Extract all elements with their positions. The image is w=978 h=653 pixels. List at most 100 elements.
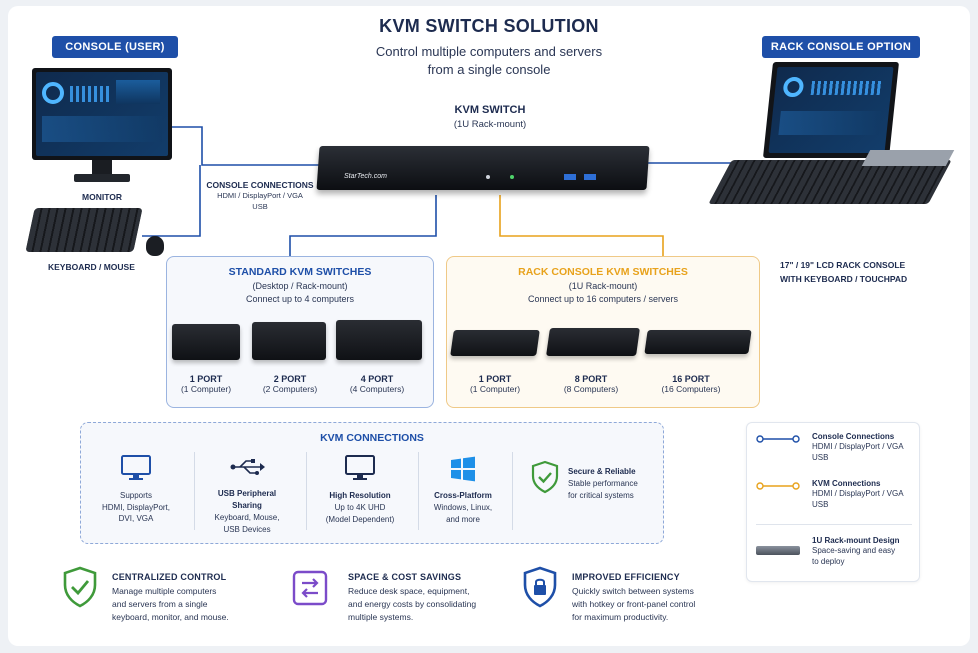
centralized-control-shield-icon xyxy=(63,566,97,608)
legend-kvm-line1: HDMI / DisplayPort / VGA xyxy=(812,489,904,498)
legend-divider xyxy=(756,524,912,525)
rack-unit-icon xyxy=(756,546,800,555)
standard-item-3: 4 PORT (4 Computers) xyxy=(334,374,420,394)
standard-kvm-title: STANDARD KVM SWITCHES xyxy=(228,266,372,278)
usb-icon xyxy=(230,459,265,475)
page-subtitle: Control multiple computers and servers f… xyxy=(330,43,648,79)
standard-1-port-device xyxy=(172,324,240,360)
standard-item-2: 2 PORT (2 Computers) xyxy=(248,374,332,394)
rack-item-2-title: 8 PORT xyxy=(574,374,608,384)
rack-kvm-connect: Connect up to 16 computers / servers xyxy=(527,294,679,304)
standard-item-1: 1 PORT (1 Computer) xyxy=(170,374,242,394)
standard-item-1-sub: (1 Computer) xyxy=(180,384,232,394)
benefit-space: SPACE & COST SAVINGS Reduce desk space, … xyxy=(348,572,518,624)
legend-panel xyxy=(746,422,920,582)
rack-1-port-device xyxy=(450,330,540,356)
kvm-switch-device: StarTech.com xyxy=(316,142,650,194)
conn-item-secure-line1: Stable performance xyxy=(568,479,638,488)
rack-console-caption-line2: WITH KEYBOARD / TOUCHPAD xyxy=(780,274,908,284)
benefit-centralized-line2: and servers from a single xyxy=(112,599,208,609)
rack-kvm-title: RACK CONSOLE KVM SWITCHES xyxy=(518,266,688,278)
kvm-connection-line-icon xyxy=(756,482,800,490)
legend-console: Console Connections HDMI / DisplayPort /… xyxy=(812,432,918,463)
rack-console-badge: RACK CONSOLE OPTION xyxy=(762,36,920,58)
efficiency-lock-shield-icon xyxy=(523,566,557,608)
rack-kvm-subtitle: (1U Rack-mount) xyxy=(568,281,638,291)
standard-4-port-device xyxy=(336,320,422,360)
high-resolution-monitor-icon xyxy=(345,455,375,480)
conn-item-secure-line2: for critical systems xyxy=(568,490,634,500)
legend-kvm-line2: USB xyxy=(812,500,829,509)
line-switch-to-standard xyxy=(289,195,437,258)
rack-console-caption: 17" / 19" LCD RACK CONSOLE WITH KEYBOARD… xyxy=(780,258,940,286)
standard-item-3-title: 4 PORT xyxy=(360,374,394,384)
benefit-efficiency-title: IMPROVED EFFICIENCY xyxy=(572,572,680,582)
standard-kvm-subtitle: (Desktop / Rack-mount) xyxy=(252,281,348,291)
windows-logo-icon xyxy=(451,456,475,482)
conn-item-video: Supports HDMI, DisplayPort, DVI, VGA xyxy=(81,490,191,525)
rack-item-3: 16 PORT (16 Computers) xyxy=(644,374,738,394)
benefit-space-line1: Reduce desk space, equipment, xyxy=(348,586,470,596)
standard-item-2-title: 2 PORT xyxy=(273,374,307,384)
rack-item-3-title: 16 PORT xyxy=(672,374,710,384)
standard-item-2-sub: (2 Computers) xyxy=(262,384,318,394)
rack-console-image xyxy=(706,62,955,218)
rack-item-1: 1 PORT (1 Computer) xyxy=(452,374,538,394)
legend-rack: 1U Rack-mount Design Space-saving and ea… xyxy=(812,536,918,567)
keyboard-mouse-image xyxy=(25,206,170,258)
conn-item-secure-title: Secure & Reliable xyxy=(568,467,636,476)
conn-divider-4 xyxy=(512,452,513,530)
legend-rack-line2: to deploy xyxy=(812,557,845,566)
legend-kvm-title: KVM Connections xyxy=(812,479,881,488)
line-monitor-to-switch xyxy=(172,126,322,166)
legend-kvm: KVM Connections HDMI / DisplayPort / VGA… xyxy=(812,479,918,510)
legend-console-line1: HDMI / DisplayPort / VGA xyxy=(812,442,904,451)
conn-item-secure: Secure & Reliable Stable performance for… xyxy=(568,466,658,501)
conn-item-usb-title: USB Peripheral Sharing xyxy=(217,489,277,510)
console-connections-line1: HDMI / DisplayPort / VGA xyxy=(217,191,303,200)
conn-item-platform: Cross-Platform Windows, Linux, and more xyxy=(408,490,518,525)
conn-divider-1 xyxy=(194,452,195,530)
conn-item-video-line3: DVI, VGA xyxy=(118,514,154,523)
benefit-space-title: SPACE & COST SAVINGS xyxy=(348,572,462,582)
kvm-switch-brand: StarTech.com xyxy=(344,173,387,180)
benefit-centralized-line1: Manage multiple computers xyxy=(112,586,217,596)
shield-check-icon xyxy=(531,460,559,494)
rack-item-1-sub: (1 Computer) xyxy=(469,384,521,394)
console-connections-label: CONSOLE CONNECTIONS HDMI / DisplayPort /… xyxy=(205,180,315,212)
standard-kvm-connect: Connect up to 4 computers xyxy=(245,294,355,304)
rack-kvm-heading: RACK CONSOLE KVM SWITCHES (1U Rack-mount… xyxy=(446,266,760,306)
keyboard-mouse-label: KEYBOARD / MOUSE xyxy=(48,262,135,272)
rack-item-2-sub: (8 Computers) xyxy=(563,384,619,394)
benefit-efficiency: IMPROVED EFFICIENCY Quickly switch betwe… xyxy=(572,572,742,624)
console-connections-title: CONSOLE CONNECTIONS xyxy=(206,180,314,190)
rack-item-2: 8 PORT (8 Computers) xyxy=(546,374,636,394)
console-connections-line2: USB xyxy=(252,202,268,211)
legend-console-line2: USB xyxy=(812,453,829,462)
conn-item-usb-line1: Keyboard, Mouse, xyxy=(214,513,280,522)
standard-kvm-heading: STANDARD KVM SWITCHES (Desktop / Rack-mo… xyxy=(166,266,434,306)
kvm-switch-subtitle: (1U Rack-mount) xyxy=(453,119,527,130)
rack-item-3-sub: (16 Computers) xyxy=(661,384,721,394)
line-keyboard-to-switch xyxy=(142,165,201,237)
rack-console-caption-line1: 17" / 19" LCD RACK CONSOLE xyxy=(780,260,906,270)
benefit-centralized-line3: keyboard, monitor, and mouse. xyxy=(112,612,229,622)
conn-item-resolution-line1: Up to 4K UHD xyxy=(334,503,386,512)
kvm-switch-title: KVM SWITCH xyxy=(454,104,526,116)
console-user-badge: CONSOLE (USER) xyxy=(52,36,178,58)
benefit-space-line3: multiple systems. xyxy=(348,612,414,622)
rack-8-port-device xyxy=(546,328,640,356)
kvm-connections-box xyxy=(80,422,664,544)
conn-item-resolution-title: High Resolution xyxy=(329,491,391,500)
conn-divider-3 xyxy=(418,452,419,530)
conn-item-video-line2: HDMI, DisplayPort, xyxy=(101,502,170,512)
standard-item-3-sub: (4 Computers) xyxy=(349,384,405,394)
legend-rack-title: 1U Rack-mount Design xyxy=(812,536,900,545)
conn-item-video-line1: Supports xyxy=(119,491,153,500)
page-title: KVM SWITCH SOLUTION xyxy=(379,16,599,36)
kvm-connections-title: KVM CONNECTIONS xyxy=(320,432,424,444)
console-connection-line-icon xyxy=(756,435,800,443)
conn-item-usb-line2: USB Devices xyxy=(223,524,271,534)
line-switch-to-rack-kvm xyxy=(499,195,664,258)
